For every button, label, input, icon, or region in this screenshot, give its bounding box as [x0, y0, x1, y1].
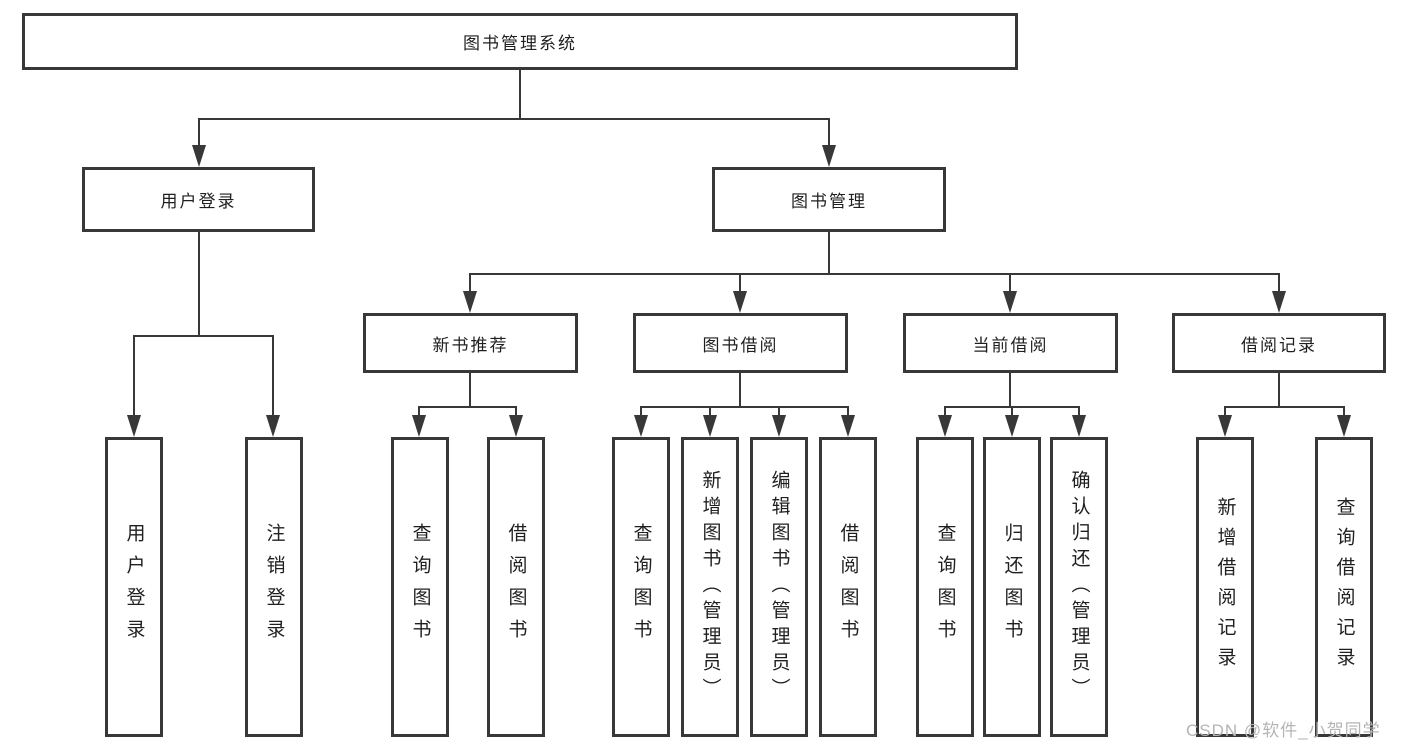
arrow-down-icon: [1005, 415, 1019, 437]
connector-leaf-drop: [778, 406, 780, 417]
arrow-down-icon: [463, 291, 477, 313]
connector-book-mgmt-stem: [828, 232, 830, 274]
node-leaf-confirm-return-admin-label: 确认归还（管理员）: [1068, 470, 1090, 704]
connector-book-borrow-rail: [640, 406, 849, 408]
connector-leaf-drop: [944, 406, 946, 417]
connector-login-leaf-drop: [133, 335, 135, 417]
node-borrow-records-label: 借阅记录: [1241, 335, 1317, 355]
arrow-down-icon: [266, 415, 280, 437]
node-root: 图书管理系统: [22, 13, 1018, 70]
arrow-down-icon: [1272, 291, 1286, 313]
arrow-down-icon: [733, 291, 747, 313]
connector-leaf-drop: [1343, 406, 1345, 417]
node-leaf-borrow-books-recommend: 借阅图书: [487, 437, 545, 737]
connector-new-book-stem: [469, 373, 471, 407]
node-leaf-query-borrow-record: 查询借阅记录: [1315, 437, 1373, 737]
node-current-borrow: 当前借阅: [903, 313, 1118, 373]
node-leaf-return-book-label: 归还图书: [1001, 523, 1023, 651]
connector-root-stem: [519, 70, 521, 118]
node-leaf-query-borrow-record-label: 查询借阅记录: [1333, 497, 1355, 677]
node-new-book-recommend-label: 新书推荐: [432, 335, 509, 355]
arrow-down-icon: [938, 415, 952, 437]
connector-leaf-drop: [640, 406, 642, 417]
node-leaf-add-borrow-record-label: 新增借阅记录: [1214, 497, 1236, 677]
connector-book-borrow-drop: [739, 273, 741, 293]
connector-borrow-records-drop: [1278, 273, 1280, 293]
connector-leaf-drop: [418, 406, 420, 417]
node-leaf-return-book: 归还图书: [983, 437, 1041, 737]
connector-book-borrow-stem: [739, 373, 741, 407]
arrow-down-icon: [703, 415, 717, 437]
node-book-management: 图书管理: [712, 167, 946, 232]
connector-level3-rail: [469, 273, 1280, 275]
node-leaf-add-borrow-record: 新增借阅记录: [1196, 437, 1254, 737]
arrow-down-icon: [772, 415, 786, 437]
arrow-down-icon: [822, 145, 836, 167]
node-leaf-logout: 注销登录: [245, 437, 303, 737]
node-leaf-user-login: 用户登录: [105, 437, 163, 737]
connector-current-borrow-drop: [1009, 273, 1011, 293]
connector-new-book-rail: [418, 406, 517, 408]
connector-user-login-stem: [198, 232, 200, 336]
node-leaf-borrow-books-label: 借阅图书: [837, 523, 859, 651]
node-user-login-label: 用户登录: [160, 192, 237, 211]
node-leaf-query-books-borrow-label: 查询图书: [630, 523, 652, 651]
node-leaf-confirm-return-admin: 确认归还（管理员）: [1050, 437, 1108, 737]
connector-leaf-drop: [1078, 406, 1080, 417]
arrow-down-icon: [412, 415, 426, 437]
node-leaf-add-book-admin-label: 新增图书（管理员）: [699, 470, 721, 704]
arrow-down-icon: [634, 415, 648, 437]
connector-leaf-drop: [515, 406, 517, 417]
connector-leaf-drop: [709, 406, 711, 417]
node-borrow-records: 借阅记录: [1172, 313, 1386, 373]
node-leaf-query-books-current: 查询图书: [916, 437, 974, 737]
connector-current-borrow-stem: [1009, 373, 1011, 407]
arrow-down-icon: [192, 145, 206, 167]
connector-logout-leaf-drop: [272, 335, 274, 417]
connector-new-book-drop: [469, 273, 471, 293]
node-leaf-add-book-admin: 新增图书（管理员）: [681, 437, 739, 737]
node-new-book-recommend: 新书推荐: [363, 313, 578, 373]
arrow-down-icon: [1072, 415, 1086, 437]
node-leaf-borrow-books-recommend-label: 借阅图书: [505, 523, 527, 651]
connector-user-login-drop: [198, 118, 200, 146]
connector-leaf-drop: [1224, 406, 1226, 417]
connector-leaf-drop: [847, 406, 849, 417]
connector-book-mgmt-drop: [828, 118, 830, 146]
node-book-management-label: 图书管理: [791, 192, 867, 211]
node-current-borrow-label: 当前借阅: [972, 335, 1049, 355]
connector-level2-rail: [198, 118, 830, 120]
node-leaf-query-books-recommend: 查询图书: [391, 437, 449, 737]
node-leaf-query-books-current-label: 查询图书: [934, 523, 956, 651]
node-leaf-borrow-books: 借阅图书: [819, 437, 877, 737]
node-root-label: 图书管理系统: [463, 34, 577, 53]
node-leaf-edit-book-admin: 编辑图书（管理员）: [750, 437, 808, 737]
connector-user-login-rail: [133, 335, 274, 337]
connector-borrow-records-stem: [1278, 373, 1280, 407]
arrow-down-icon: [127, 415, 141, 437]
node-leaf-edit-book-admin-label: 编辑图书（管理员）: [768, 470, 790, 704]
arrow-down-icon: [1003, 291, 1017, 313]
connector-borrow-records-rail: [1224, 406, 1345, 408]
arrow-down-icon: [841, 415, 855, 437]
watermark: CSDN @软件_小贺同学: [1186, 721, 1381, 740]
node-leaf-query-books-recommend-label: 查询图书: [409, 523, 431, 651]
arrow-down-icon: [1337, 415, 1351, 437]
node-book-borrow: 图书借阅: [633, 313, 848, 373]
node-leaf-user-login-label: 用户登录: [123, 523, 145, 651]
node-leaf-query-books-borrow: 查询图书: [612, 437, 670, 737]
node-user-login: 用户登录: [82, 167, 315, 232]
node-book-borrow-label: 图书借阅: [702, 335, 779, 355]
connector-leaf-drop: [1011, 406, 1013, 417]
node-leaf-logout-label: 注销登录: [263, 523, 285, 651]
arrow-down-icon: [1218, 415, 1232, 437]
arrow-down-icon: [509, 415, 523, 437]
